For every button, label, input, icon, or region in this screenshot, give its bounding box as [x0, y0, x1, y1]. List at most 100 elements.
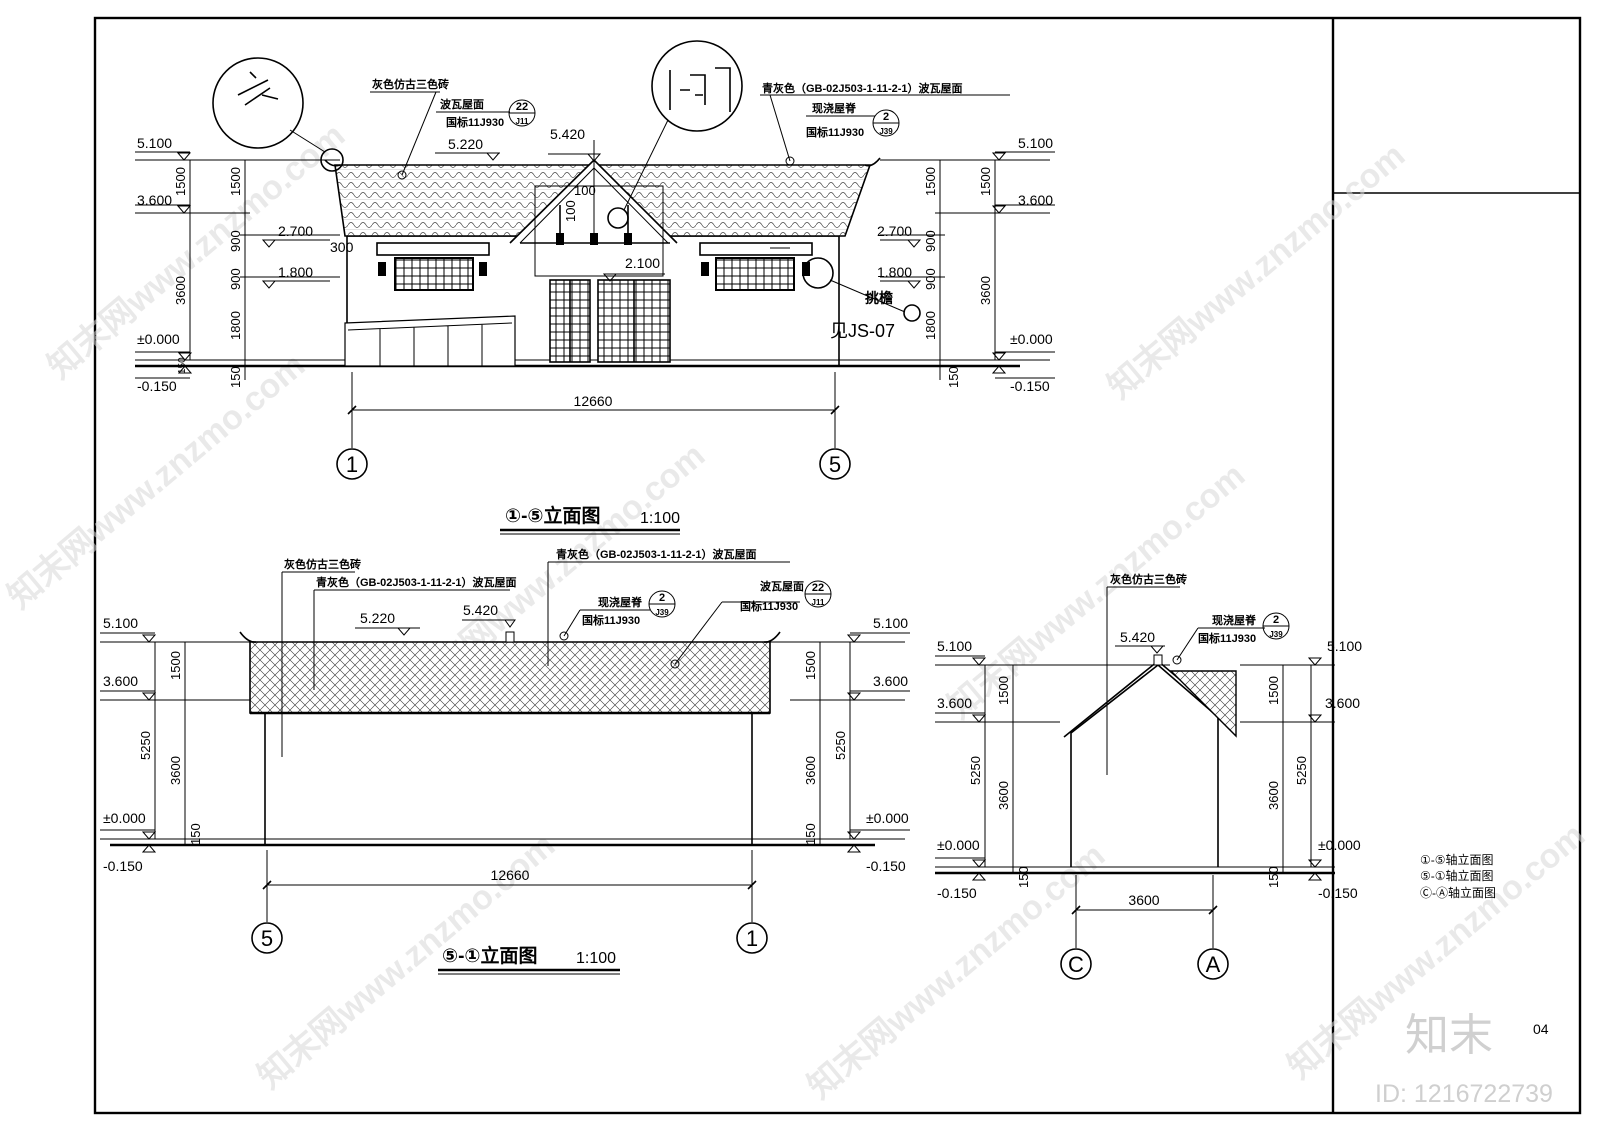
level-base-r: -0.150 [1010, 378, 1050, 394]
width-dim: 12660 [491, 867, 530, 883]
level-base-l: -0.150 [937, 885, 977, 901]
dim-1800: 1800 [923, 311, 938, 340]
dim-150: 150 [946, 366, 961, 388]
view-scale: 1:100 [576, 950, 616, 967]
level-base-l: -0.150 [137, 378, 177, 394]
dim-1500: 1500 [978, 167, 993, 196]
axis-bubble: 5 [261, 926, 273, 951]
dim-1500: 1500 [173, 167, 188, 196]
level-roof-top-l: 5.100 [137, 135, 172, 151]
watermark-text: 知末网www.znzmo.com [801, 836, 1112, 1106]
dim-900: 900 [923, 230, 938, 252]
callout-number: 2 [659, 592, 665, 604]
level-win-top-r: 2.700 [877, 223, 912, 239]
level-ridge: 5.420 [550, 126, 585, 142]
callout-number: 2 [883, 111, 889, 123]
dim-1500: 1500 [923, 167, 938, 196]
dim-150: 150 [803, 823, 818, 845]
fence [344, 315, 516, 367]
level-eave-l: 3.600 [103, 673, 138, 689]
dim-3600: 3600 [168, 756, 183, 785]
level-win-sill-l: 1.800 [278, 264, 313, 280]
view-scale: 1:100 [640, 510, 680, 527]
legend-item: ①-⑤轴立面图 [1420, 852, 1494, 867]
ridge-note: 现浇屋脊 [812, 101, 857, 115]
dim-3600: 3600 [1266, 781, 1281, 810]
dim-5250: 5250 [1294, 756, 1309, 785]
view-legend: ①-⑤轴立面图 ⑤-①轴立面图 Ⓒ-Ⓐ轴立面图 [1420, 852, 1496, 900]
level-roof-top-l: 5.100 [937, 638, 972, 654]
page-number: 04 [1533, 1021, 1549, 1037]
level-roof-top-r: 5.100 [1327, 638, 1362, 654]
level-base-l: -0.150 [103, 858, 143, 874]
level-eave-l: 3.600 [137, 192, 172, 208]
callout-sheet: J11 [516, 117, 529, 126]
wall-note: 灰色仿古三色砖 [284, 557, 361, 571]
dim-900: 900 [923, 268, 938, 290]
level-ground-r: ±0.000 [866, 810, 909, 826]
level-win-top-l: 2.700 [278, 223, 313, 239]
roof-standard: 国标11J930 [740, 599, 798, 613]
dim-3600: 3600 [173, 276, 188, 305]
axis-bubble: 1 [346, 452, 358, 477]
dim-100: 100 [574, 183, 596, 198]
wall-note: 灰色仿古三色砖 [372, 77, 449, 91]
level-door-top: 2.100 [625, 255, 660, 271]
level-eave-r: 3.600 [873, 673, 908, 689]
axis-bubble: 5 [829, 452, 841, 477]
code-note: 见JS-07 [830, 321, 895, 341]
dim-1500: 1500 [996, 676, 1011, 705]
watermark-text: 知末网www.znzmo.com [41, 116, 352, 386]
ridge-standard: 国标11J930 [806, 125, 864, 139]
callout-sheet: J39 [655, 608, 669, 617]
sheet-frame [93, 16, 1582, 1115]
callout-sheet: J39 [1269, 630, 1283, 639]
level-ground-r: ±0.000 [1318, 837, 1361, 853]
callout-number: 2 [1273, 614, 1279, 626]
legend-item: Ⓒ-Ⓐ轴立面图 [1420, 885, 1496, 900]
level-base-r: -0.150 [866, 858, 906, 874]
level-win-sill-r: 1.800 [877, 264, 912, 280]
callout-sheet: J11 [812, 598, 825, 607]
dim-5250: 5250 [968, 756, 983, 785]
dim-1500: 1500 [803, 651, 818, 680]
level-roof-top-l: 5.100 [103, 615, 138, 631]
level-ridge-small: 5.220 [448, 136, 483, 152]
dim-5250: 5250 [138, 731, 153, 760]
axis-bubble: A [1206, 952, 1221, 977]
callout-number: 22 [516, 101, 528, 113]
axis-bubble: 1 [746, 926, 758, 951]
level-eave-r: 3.600 [1325, 695, 1360, 711]
dim-1800: 1800 [228, 311, 243, 340]
callout-sheet: J39 [879, 127, 893, 136]
dim-1500: 1500 [228, 167, 243, 196]
view-title: ①-⑤立面图 [505, 504, 601, 527]
tile-note: 青灰色（GB-02J503-1-11-2-1）波瓦屋面 [762, 81, 963, 95]
ridge-standard: 国标11J930 [1198, 631, 1256, 645]
dim-150: 150 [1266, 866, 1281, 888]
level-ground-l: ±0.000 [137, 331, 180, 347]
view-title: ⑤-①立面图 [442, 944, 538, 967]
dim-150: 150 [228, 366, 243, 388]
dim-3600: 3600 [803, 756, 818, 785]
level-ridge-small: 5.220 [360, 610, 395, 626]
tile-note: 青灰色（GB-02J503-1-11-2-1）波瓦屋面 [316, 575, 517, 589]
dim-150-small: 150 [177, 357, 188, 374]
axis-bubble: C [1068, 952, 1084, 977]
dim-150: 150 [188, 823, 203, 845]
roof-note: 波瓦屋面 [440, 97, 484, 111]
side-elevation: 灰色仿古三色砖 现浇屋脊 国标11J930 2 J39 5.420 5.100 … [935, 572, 1362, 980]
ridge-standard: 国标11J930 [582, 613, 640, 627]
legend-item: ⑤-①轴立面图 [1420, 868, 1494, 883]
dim-900: 900 [228, 230, 243, 252]
roof-note: 波瓦屋面 [760, 579, 804, 593]
level-roof-top-r: 5.100 [1018, 135, 1053, 151]
tile-note-2: 青灰色（GB-02J503-1-11-2-1）波瓦屋面 [556, 547, 757, 561]
dim-1500: 1500 [1266, 676, 1281, 705]
watermark-id: ID: 1216722739 [1375, 1080, 1553, 1108]
wall-note: 灰色仿古三色砖 [1110, 572, 1187, 586]
dim-3600: 3600 [978, 276, 993, 305]
ridge-note: 现浇屋脊 [598, 595, 643, 609]
window-right [699, 242, 813, 291]
